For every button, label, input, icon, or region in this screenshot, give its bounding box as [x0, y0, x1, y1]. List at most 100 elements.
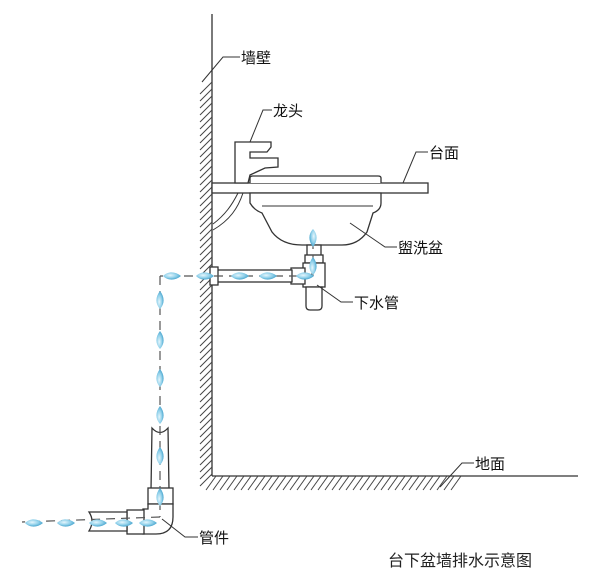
hatch-stroke [199, 368, 213, 382]
faucet [212, 141, 279, 231]
hatch-stroke [233, 475, 245, 491]
hatch-stroke [331, 475, 343, 491]
drain-pipe-label: 下水管 [354, 294, 399, 312]
hatch-stroke [268, 475, 280, 491]
hatch-stroke [317, 475, 329, 491]
water-drop-icon [296, 272, 314, 280]
faucet-label: 龙头 [273, 102, 303, 120]
hatch-stroke [366, 475, 378, 491]
hatch-stroke [199, 179, 213, 193]
countertop-label: 台面 [429, 144, 459, 162]
basin-label: 盥洗盆 [398, 239, 443, 257]
hatch-stroke [199, 249, 213, 263]
hatch-stroke [199, 235, 213, 249]
faucet-leader [249, 109, 272, 143]
hatch-stroke [199, 410, 213, 424]
hatch-stroke [436, 475, 448, 491]
hatch-stroke [199, 466, 213, 480]
floor-hatching [205, 475, 462, 491]
floor [205, 475, 578, 491]
hatch-stroke [199, 403, 213, 417]
hatch-stroke [199, 354, 213, 368]
hatch-stroke [199, 207, 213, 221]
water-drop-icon [196, 272, 214, 280]
hatch-stroke [310, 475, 322, 491]
hatch-stroke [199, 144, 213, 158]
floor-leader [439, 462, 474, 488]
hatch-stroke [212, 475, 224, 491]
hatch-stroke [199, 158, 213, 172]
hatch-stroke [199, 431, 213, 445]
hatch-stroke [199, 375, 213, 389]
hatch-stroke [199, 95, 213, 109]
hatch-stroke [338, 475, 350, 491]
water-drops [25, 229, 317, 527]
hatch-stroke [443, 475, 455, 491]
water-drop-icon [231, 272, 249, 280]
water-drop-icon [309, 229, 317, 247]
basin-leader [349, 222, 397, 248]
water-drop-icon [156, 447, 164, 465]
water-drop-icon [115, 519, 133, 527]
hatch-stroke [408, 475, 420, 491]
hatch-stroke [240, 475, 252, 491]
hatch-stroke [199, 333, 213, 347]
hatch-stroke [199, 452, 213, 466]
hatch-stroke [199, 396, 213, 410]
hatch-stroke [415, 475, 427, 491]
hatch-stroke [199, 389, 213, 403]
water-drop-icon [156, 331, 164, 349]
water-drop-icon [309, 257, 317, 275]
hatch-stroke [199, 102, 213, 116]
water-drop-icon [139, 519, 157, 527]
hatch-stroke [422, 475, 434, 491]
hatch-stroke [275, 475, 287, 491]
water-drop-icon [57, 519, 75, 527]
hatch-stroke [199, 326, 213, 340]
hatch-stroke [219, 475, 231, 491]
hatch-stroke [401, 475, 413, 491]
hatch-stroke [199, 284, 213, 298]
hatch-stroke [199, 123, 213, 137]
hatch-stroke [296, 475, 308, 491]
leader-lines [161, 56, 474, 538]
hatch-stroke [373, 475, 385, 491]
countertop [211, 182, 429, 194]
hatch-stroke [199, 172, 213, 186]
hatch-stroke [199, 81, 213, 95]
hatch-stroke [199, 473, 213, 487]
hatch-stroke [394, 475, 406, 491]
hatch-stroke [199, 221, 213, 235]
hatch-stroke [199, 312, 213, 326]
water-drop-icon [259, 272, 277, 280]
hatch-stroke [254, 475, 266, 491]
hatch-stroke [199, 417, 213, 431]
hatch-stroke [199, 137, 213, 151]
hatch-stroke [199, 424, 213, 438]
hatch-stroke [199, 109, 213, 123]
countertop-leader [402, 151, 428, 184]
hatch-stroke [199, 165, 213, 179]
hatch-stroke [450, 475, 462, 491]
hatch-stroke [199, 151, 213, 165]
hatch-stroke [199, 445, 213, 459]
hatch-stroke [303, 475, 315, 491]
hatch-stroke [199, 347, 213, 361]
hatch-stroke [387, 475, 399, 491]
wall-hatching [199, 81, 213, 487]
hatch-stroke [199, 438, 213, 452]
hatch-stroke [199, 228, 213, 242]
wall [199, 14, 213, 487]
hatch-stroke [380, 475, 392, 491]
hatch-stroke [199, 186, 213, 200]
hatch-stroke [199, 242, 213, 256]
hatch-stroke [199, 116, 213, 130]
wash-basin [249, 175, 382, 246]
floor-label: 地面 [475, 455, 505, 473]
fitting-label: 管件 [199, 529, 229, 547]
hatch-stroke [199, 319, 213, 333]
hatch-stroke [199, 291, 213, 305]
water-drop-icon [163, 272, 181, 280]
hatch-stroke [199, 256, 213, 270]
hatch-stroke [345, 475, 357, 491]
